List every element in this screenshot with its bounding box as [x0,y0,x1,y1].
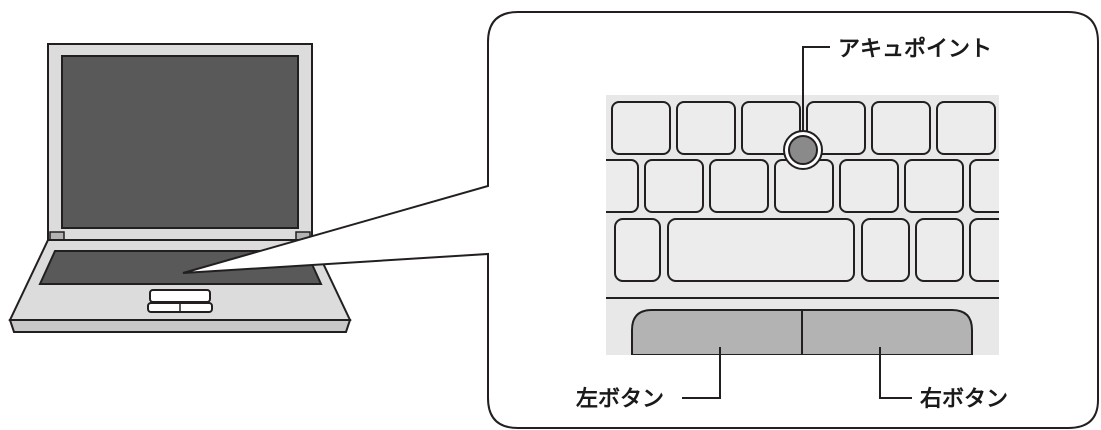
right-click-button [801,309,973,355]
label-right-button: 右ボタン [920,387,1008,412]
left-click-button [631,309,803,355]
key [611,101,671,155]
laptop-touchpad [149,289,211,303]
pointing-stick [788,135,818,165]
key [969,159,999,213]
key [676,101,736,155]
laptop-screen [61,55,299,229]
label-pointing-stick: アキュポイント [838,36,992,62]
spacebar-key [667,218,855,282]
laptop-illustration [8,43,352,333]
leader-line-right-button [879,347,912,399]
key [806,101,866,155]
hinge-left [49,231,65,241]
key [614,218,661,282]
key [709,159,769,213]
key [904,159,964,213]
zoomed-keyboard [606,95,999,355]
key [861,218,910,282]
leader-line-pointing-stick [802,46,830,131]
laptop-base-front [8,319,352,333]
key [969,218,999,282]
label-left-button: 左ボタン [576,386,664,412]
key [915,218,964,282]
key [936,101,996,155]
key [644,159,704,213]
leader-line-left-button [682,347,721,399]
key-row-3 [614,218,999,282]
key [871,101,931,155]
key [606,159,639,213]
key [839,159,899,213]
